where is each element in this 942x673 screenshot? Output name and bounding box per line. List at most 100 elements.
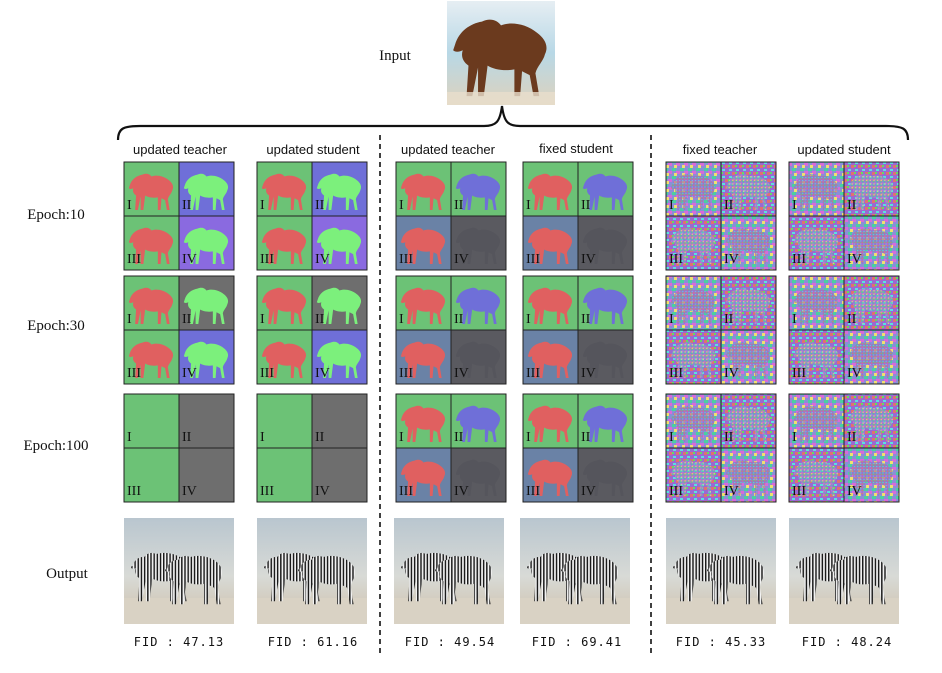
attention-quadrant: III xyxy=(124,330,179,384)
attention-quadrant: II xyxy=(844,162,899,216)
zebra-output-image xyxy=(124,518,234,624)
attention-quadrant: IV xyxy=(179,216,234,270)
quadrant-label: I xyxy=(127,198,132,213)
quadrant-label: IV xyxy=(182,366,197,381)
quadrant-label: IV xyxy=(581,366,596,381)
quadrant-label: III xyxy=(399,484,413,499)
input-horse-image xyxy=(447,1,555,105)
attention-quadrant: I xyxy=(396,162,451,216)
quadrant-label: III xyxy=(792,366,806,381)
attention-quadrant: I xyxy=(396,276,451,330)
attention-quadrant: III xyxy=(789,330,844,384)
quadrant-label: I xyxy=(260,430,265,445)
output-images xyxy=(124,518,899,624)
zebra-output-image xyxy=(666,518,776,624)
quadrant-label: III xyxy=(127,366,141,381)
attention-quadrant: IV xyxy=(721,216,776,270)
attention-quadrant: I xyxy=(523,394,578,448)
attention-quadrant: II xyxy=(312,394,367,448)
attention-quadrant: III xyxy=(396,448,451,502)
quadrant-label: I xyxy=(792,312,797,327)
attention-quadrant: IV xyxy=(844,330,899,384)
quadrant-label: IV xyxy=(315,252,330,267)
quadrant-label: III xyxy=(792,484,806,499)
quadrant-label: II xyxy=(315,198,325,213)
quadrant-label: III xyxy=(526,366,540,381)
row-labels: Epoch:10 Epoch:30 Epoch:100 Output xyxy=(24,207,89,582)
attention-quadrant: II xyxy=(312,276,367,330)
quadrant-label: III xyxy=(526,252,540,267)
attention-quadrant: III xyxy=(666,448,721,502)
quadrant-label: II xyxy=(724,198,734,213)
row-label: Epoch:100 xyxy=(24,438,89,454)
quadrant-label: I xyxy=(399,198,404,213)
quadrant-label: I xyxy=(127,312,132,327)
attention-quadrant: IV xyxy=(578,330,633,384)
quadrant-label: I xyxy=(526,198,531,213)
quadrant-label: IV xyxy=(847,366,862,381)
quadrant-label: IV xyxy=(454,252,469,267)
attention-quadrant: I xyxy=(124,162,179,216)
attention-quadrant: II xyxy=(179,394,234,448)
attention-quadrant: III xyxy=(124,216,179,270)
quadrant-label: IV xyxy=(581,252,596,267)
zebra-output-image xyxy=(257,518,367,624)
attention-quadrant: III xyxy=(257,216,312,270)
quadrant-label: II xyxy=(454,312,464,327)
quadrant-label: II xyxy=(454,430,464,445)
quadrant-label: IV xyxy=(724,252,739,267)
quadrant-label: I xyxy=(669,430,674,445)
attention-quadrant: I xyxy=(523,162,578,216)
quadrant-label: II xyxy=(847,198,857,213)
attention-quadrant: II xyxy=(451,394,506,448)
quadrant-label: I xyxy=(792,430,797,445)
attention-quadrant: IV xyxy=(451,330,506,384)
attention-quadrant: II xyxy=(721,276,776,330)
quadrant-label: IV xyxy=(182,484,197,499)
attention-quadrant: IV xyxy=(721,448,776,502)
attention-quadrant: I xyxy=(124,276,179,330)
fid-label: FID : 61.16 xyxy=(268,635,358,649)
attention-quadrant: IV xyxy=(844,448,899,502)
quadrant-label: II xyxy=(182,430,192,445)
quadrant-label: IV xyxy=(581,484,596,499)
attention-quadrant: IV xyxy=(844,216,899,270)
attention-quadrant: IV xyxy=(451,448,506,502)
zebra-output-image xyxy=(520,518,630,624)
input-label: Input xyxy=(379,48,411,64)
column-headers: updated teacher updated student updated … xyxy=(133,141,891,157)
quadrant-label: II xyxy=(182,198,192,213)
quadrant-label: IV xyxy=(454,484,469,499)
column-header: updated teacher xyxy=(401,142,496,157)
quadrant-label: II xyxy=(581,198,591,213)
attention-quadrant: I xyxy=(396,394,451,448)
quadrant-label: I xyxy=(526,312,531,327)
quadrant-label: II xyxy=(581,312,591,327)
fid-label: FID : 47.13 xyxy=(134,635,224,649)
attention-quadrant: III xyxy=(666,330,721,384)
attention-quadrant: IV xyxy=(578,448,633,502)
quadrant-label: IV xyxy=(847,252,862,267)
fid-label: FID : 48.24 xyxy=(802,635,892,649)
attention-quadrant: I xyxy=(257,394,312,448)
attention-quadrant: II xyxy=(451,162,506,216)
zebra-output-image xyxy=(789,518,899,624)
attention-quadrant: IV xyxy=(179,330,234,384)
attention-quadrant: III xyxy=(257,448,312,502)
quadrant-label: III xyxy=(260,366,274,381)
fid-labels: FID : 47.13 FID : 61.16 FID : 49.54 FID … xyxy=(134,635,892,649)
attention-quadrant: III xyxy=(396,330,451,384)
